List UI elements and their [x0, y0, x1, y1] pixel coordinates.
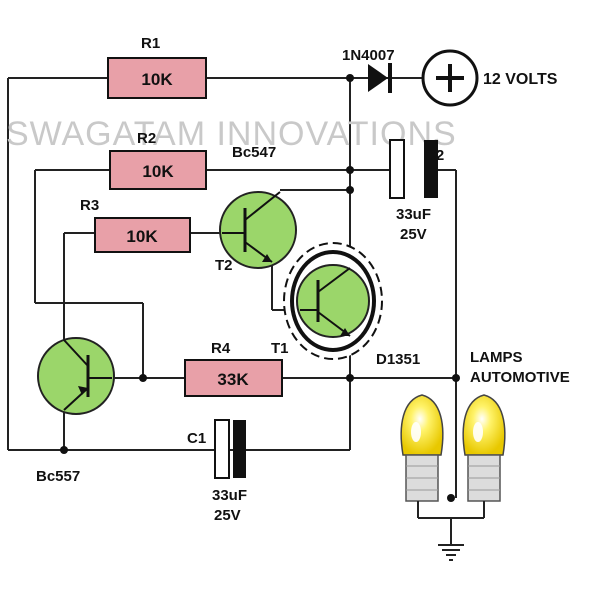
lamp-right — [462, 394, 506, 506]
transistor-bc557 — [37, 337, 115, 415]
r3-label: R3 — [80, 197, 99, 214]
capacitor-c1 — [214, 419, 246, 479]
junction-dots — [60, 74, 460, 502]
supply-label: 12 VOLTS — [483, 71, 558, 88]
t2-part: Bc547 — [232, 144, 276, 161]
automotive-label: AUTOMOTIVE — [470, 369, 570, 386]
c2-label: C2 — [425, 147, 444, 164]
r2-label: R2 — [137, 130, 156, 147]
c1-voltage: 25V — [214, 507, 241, 524]
resistor-r3: 10K — [94, 217, 191, 253]
capacitor-c2 — [389, 139, 438, 199]
ground-symbol — [438, 544, 464, 561]
lamp-left — [400, 394, 444, 506]
bc557-label: Bc557 — [36, 468, 80, 485]
transistor-t1 — [283, 242, 383, 360]
watermark: SWAGATAM INNOVATIONS — [6, 115, 457, 153]
resistor-r4: 33K — [184, 359, 283, 397]
c1-label: C1 — [187, 430, 206, 447]
battery-symbol — [421, 49, 479, 107]
c2-voltage: 25V — [400, 226, 427, 243]
r4-label: R4 — [211, 340, 231, 357]
diode-1n4007 — [368, 63, 392, 93]
t2-label: T2 — [215, 257, 233, 274]
resistor-r1: 10K — [107, 57, 207, 99]
c2-value: 33uF — [396, 206, 431, 223]
r4-value: 33K — [217, 370, 249, 389]
r1-label: R1 — [141, 35, 160, 52]
lamps-label: LAMPS — [470, 349, 523, 366]
r3-value: 10K — [126, 227, 158, 246]
transistor-t2 — [219, 191, 297, 269]
r2-value: 10K — [142, 162, 174, 181]
diode-label: 1N4007 — [342, 47, 395, 64]
t1-part: D1351 — [376, 351, 420, 368]
t1-label: T1 — [271, 340, 289, 357]
r1-value: 10K — [141, 70, 173, 89]
resistor-r2: 10K — [109, 150, 207, 190]
c1-value: 33uF — [212, 487, 247, 504]
